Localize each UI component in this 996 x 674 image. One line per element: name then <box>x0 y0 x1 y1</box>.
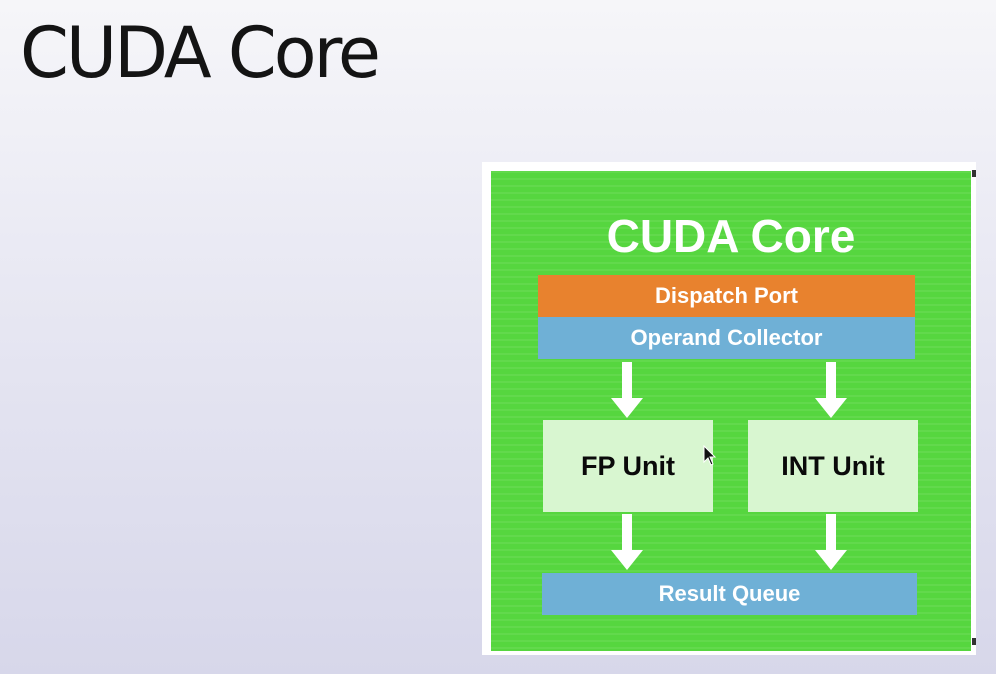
fp-unit-label: FP Unit <box>581 450 675 481</box>
int-unit-label: INT Unit <box>781 450 885 481</box>
cuda-core-diagram: CUDA Core Dispatch Port Operand Collecto… <box>482 162 976 655</box>
diagram-title: CUDA Core <box>606 210 856 262</box>
result-queue-block: Result Queue <box>542 573 917 615</box>
operand-collector-block: Operand Collector <box>538 317 915 359</box>
dispatch-port-block: Dispatch Port <box>538 275 915 317</box>
arrow-down-icon <box>815 514 847 570</box>
mouse-cursor-icon <box>703 445 717 466</box>
arrow-down-icon <box>815 362 847 418</box>
slide-title: CUDA Core <box>20 12 381 94</box>
fp-unit-block: FP Unit <box>543 420 713 512</box>
diagram-panel: CUDA Core Dispatch Port Operand Collecto… <box>491 171 971 651</box>
frame-corner-mark <box>972 638 976 645</box>
arrow-down-icon <box>611 514 643 570</box>
int-unit-block: INT Unit <box>748 420 918 512</box>
arrow-down-icon <box>611 362 643 418</box>
frame-corner-mark <box>972 170 976 177</box>
